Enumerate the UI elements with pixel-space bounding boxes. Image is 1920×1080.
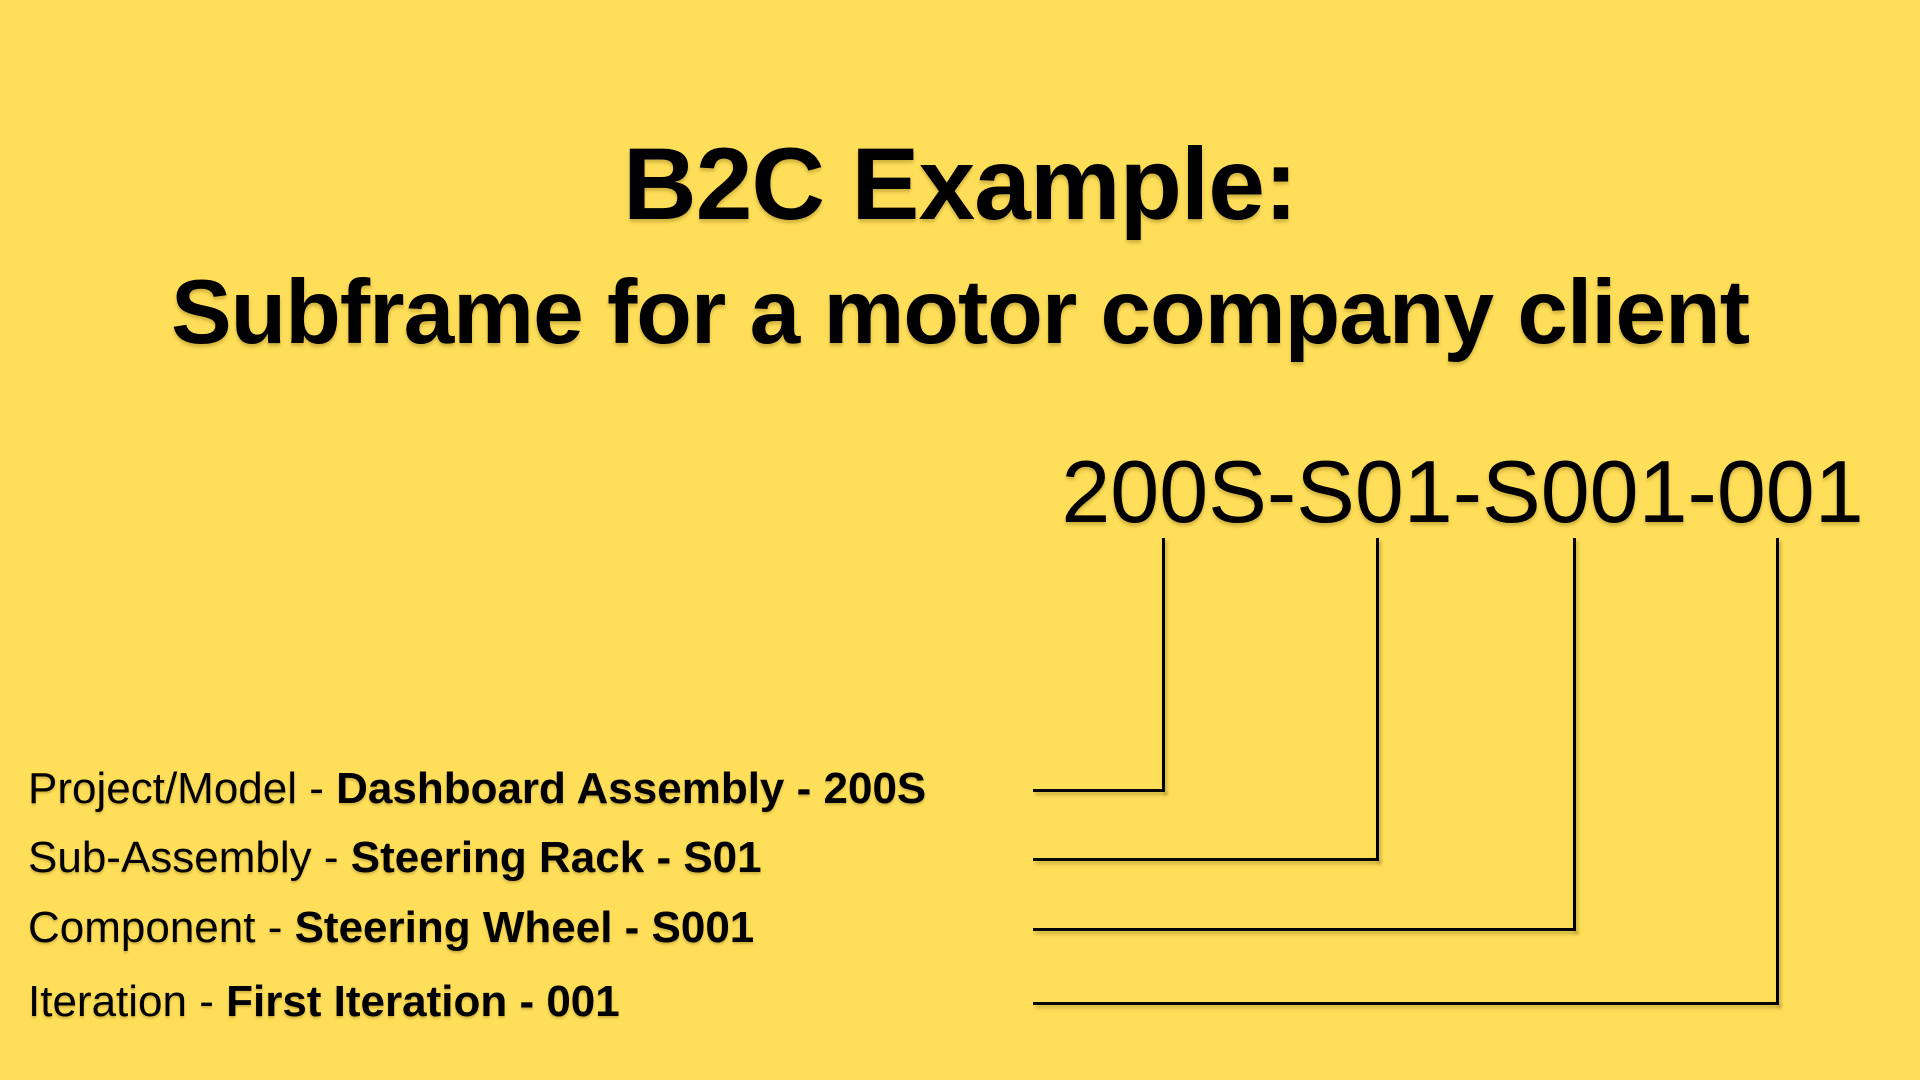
page-title: B2C Example:	[623, 127, 1298, 241]
connector-sub-assembly-horizontal	[1033, 858, 1379, 861]
legend-value-iteration: First Iteration - 001	[226, 977, 620, 1026]
legend-row-component: Component - Steering Wheel - S001	[28, 903, 754, 953]
legend-label-sub-assembly: Sub-Assembly -	[28, 833, 351, 882]
connector-iteration-horizontal	[1033, 1002, 1779, 1005]
connector-project-model-horizontal	[1033, 789, 1165, 792]
legend-value-component: Steering Wheel - S001	[294, 903, 755, 952]
legend-value-project-model: Dashboard Assembly - 200S	[336, 764, 927, 813]
connector-component-horizontal	[1033, 928, 1576, 931]
connector-sub-assembly-vertical	[1376, 538, 1379, 861]
connector-project-model-vertical	[1162, 538, 1165, 792]
legend-label-component: Component -	[28, 903, 295, 952]
legend-row-iteration: Iteration - First Iteration - 001	[28, 977, 620, 1027]
part-number-code: 200S-S01-S001-001	[1061, 442, 1864, 541]
legend-label-iteration: Iteration -	[28, 977, 227, 1026]
connector-iteration-vertical	[1776, 538, 1779, 1005]
legend-row-sub-assembly: Sub-Assembly - Steering Rack - S01	[28, 833, 762, 883]
connector-component-vertical	[1573, 538, 1576, 931]
legend-value-sub-assembly: Steering Rack - S01	[350, 833, 762, 882]
legend-label-project-model: Project/Model -	[28, 764, 337, 813]
page-subtitle: Subframe for a motor company client	[170, 262, 1750, 363]
legend-row-project-model: Project/Model - Dashboard Assembly - 200…	[28, 764, 926, 814]
